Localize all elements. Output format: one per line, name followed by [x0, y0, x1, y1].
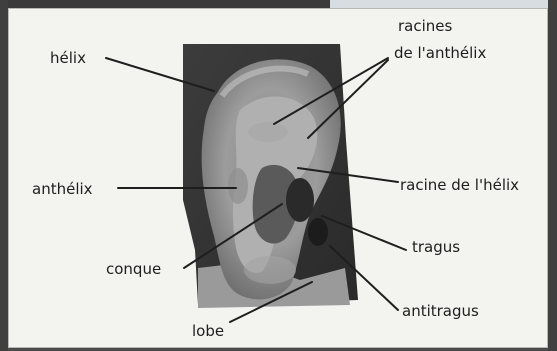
- label-helix: hélix: [50, 49, 86, 67]
- tragus-shape: [308, 218, 328, 246]
- label-antitragus: antitragus: [402, 302, 479, 320]
- ear-canal-shape: [286, 178, 314, 222]
- label-conque: conque: [106, 260, 161, 278]
- label-anthelix: anthélix: [32, 180, 93, 198]
- ear-photo: [183, 44, 358, 308]
- label-racine-helix: racine de l'hélix: [400, 176, 519, 194]
- label-racines-line2: de l'anthélix: [394, 44, 486, 62]
- label-lobe: lobe: [192, 322, 224, 340]
- label-tragus: tragus: [412, 238, 460, 256]
- label-racines-line1: racines: [398, 17, 453, 35]
